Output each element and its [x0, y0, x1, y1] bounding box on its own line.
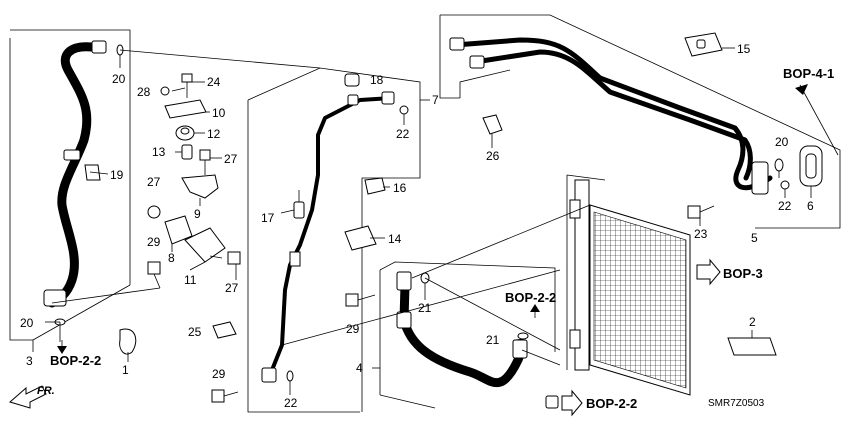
callout-29-bottom: 29 — [212, 367, 226, 381]
clip-25 — [212, 321, 237, 339]
ref-bop-2-2-mid: BOP-2-2 — [505, 290, 556, 305]
callout-22-lower: 22 — [284, 396, 298, 410]
bolt-27-upper — [199, 149, 211, 175]
ref-bop-2-2-bottom: BOP-2-2 — [586, 396, 637, 411]
callout-18: 18 — [370, 73, 384, 87]
bracket-bottom — [545, 395, 559, 409]
callout-8: 8 — [168, 251, 175, 265]
callout-24: 24 — [207, 75, 221, 89]
receiver-line-7 — [261, 91, 395, 383]
callout-20-right: 20 — [775, 135, 789, 149]
callout-29-left: 29 — [147, 235, 161, 249]
condenser — [566, 174, 691, 396]
ref-bop-2-2-left: BOP-2-2 — [50, 353, 101, 368]
callout-1: 1 — [122, 363, 129, 377]
callout-14: 14 — [388, 232, 402, 246]
bolt-29-bottom — [211, 389, 239, 403]
leader-lines — [45, 47, 812, 395]
arrow-bop-2-2-mid — [530, 304, 540, 318]
front-arrow-icon — [8, 385, 47, 409]
clamp-14 — [344, 225, 377, 251]
callout-13: 13 — [152, 145, 166, 159]
arrow-bop-2-2-bottom — [561, 389, 583, 417]
bolt-27-lower — [209, 251, 241, 265]
callout-6: 6 — [807, 199, 814, 213]
callout-22-right: 22 — [778, 199, 792, 213]
arrow-bop-2-2-left — [57, 340, 67, 354]
callout-4: 4 — [356, 361, 363, 375]
ref-bop-3: BOP-3 — [723, 266, 763, 281]
bolt-24 — [181, 73, 193, 98]
callout-29-mid: 29 — [346, 322, 360, 336]
callout-2: 2 — [749, 315, 756, 329]
callout-27-lower: 27 — [225, 281, 239, 295]
callout-26: 26 — [486, 149, 500, 163]
callout-9: 9 — [194, 207, 201, 221]
o-ring-22-right — [780, 180, 790, 190]
grommet-12 — [175, 125, 195, 141]
arrow-bop-4-1 — [795, 84, 839, 156]
callout-17: 17 — [261, 211, 275, 225]
bolt-29-mid — [345, 293, 376, 307]
bolt-29-left — [147, 261, 161, 289]
callout-25: 25 — [188, 325, 202, 339]
cap-18 — [344, 73, 360, 106]
callout-7: 7 — [432, 93, 439, 107]
callout-numbers: 20 28 24 10 12 13 27 19 27 9 29 8 11 27 … — [20, 42, 814, 410]
ref-bop-4-1: BOP-4-1 — [783, 66, 834, 81]
clamp-16 — [364, 177, 386, 195]
group-box-5 — [439, 14, 841, 229]
callout-28: 28 — [137, 85, 151, 99]
callout-19: 19 — [110, 168, 124, 182]
callout-20-left: 20 — [112, 72, 126, 86]
clip-1 — [119, 328, 137, 355]
seal-6 — [799, 145, 823, 187]
bracket-11 — [184, 227, 226, 263]
callout-27-upper: 27 — [224, 152, 238, 166]
discharge-hose-4 — [396, 271, 528, 387]
callout-16: 16 — [393, 181, 407, 195]
bracket-9 — [181, 174, 219, 199]
callout-3: 3 — [26, 354, 33, 368]
front-label: FR. — [37, 385, 55, 397]
callout-27-mid: 27 — [147, 175, 161, 189]
clamp-8 — [164, 215, 193, 245]
clip-26 — [482, 114, 503, 135]
callout-21-lower: 21 — [486, 333, 500, 347]
callout-11: 11 — [184, 273, 197, 287]
callout-22-upper: 22 — [396, 127, 410, 141]
arrow-bop-3 — [696, 258, 721, 286]
callout-23: 23 — [694, 227, 708, 241]
bolt-23 — [687, 205, 715, 219]
o-ring-20-right — [774, 158, 784, 172]
group-box-4 — [379, 261, 556, 409]
pressure-switch-17 — [293, 190, 305, 219]
nut-13 — [181, 144, 193, 160]
bracket-10 — [164, 99, 207, 119]
callout-21-upper: 21 — [418, 301, 432, 315]
callout-5: 5 — [751, 231, 758, 245]
screw-28 — [160, 86, 170, 96]
o-ring-22-lower — [286, 370, 294, 382]
bolt-27-mid — [147, 205, 161, 219]
diagram-code: SMR7Z0503 — [708, 398, 765, 409]
callout-20-lower: 20 — [20, 316, 34, 330]
callout-15: 15 — [737, 42, 751, 56]
label-2 — [727, 337, 777, 356]
callout-10: 10 — [212, 106, 226, 120]
clamp-15 — [684, 32, 723, 57]
suction-hose-3 — [43, 40, 107, 308]
callout-12: 12 — [207, 127, 221, 141]
group-box-7 — [247, 67, 421, 413]
o-ring-21-lower — [517, 332, 529, 340]
pipe-5 — [449, 37, 773, 195]
o-ring-22-upper — [399, 105, 409, 115]
